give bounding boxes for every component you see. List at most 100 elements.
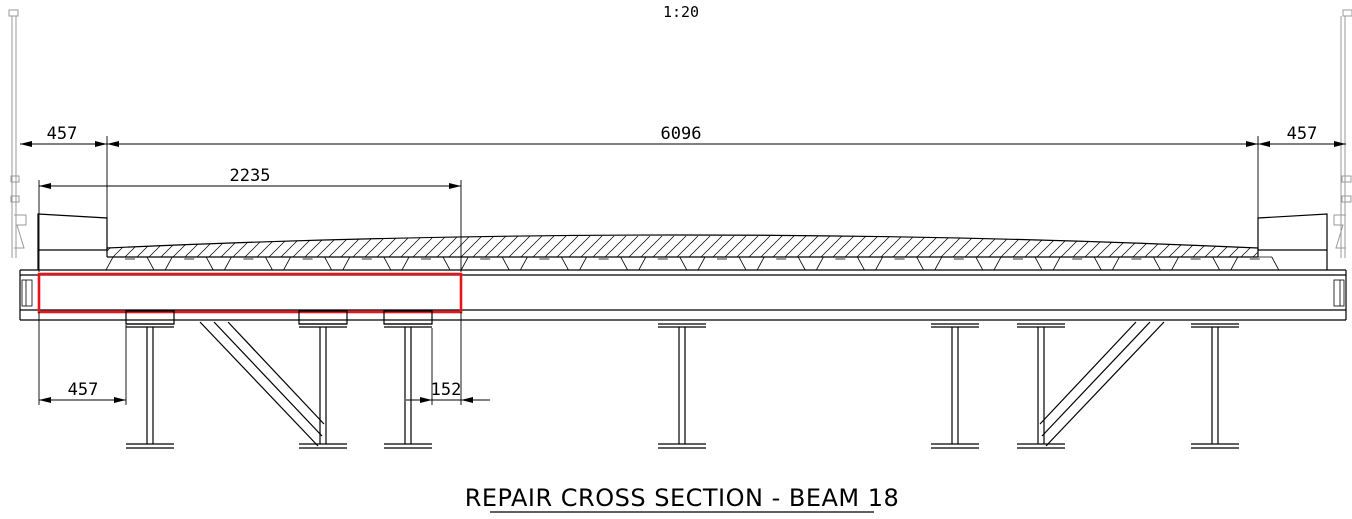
left-railing [8,9,27,258]
repair-length-dimension [38,180,462,272]
hatch-line [963,235,987,257]
hatch-line [783,235,807,257]
hatch-line [159,235,183,257]
corrugated-deck-profile [38,256,1327,271]
hatch-line [1059,235,1083,257]
hatch-line [1071,235,1095,257]
right-curb [1257,213,1328,270]
hatch-line [927,235,951,257]
hatch-line [375,235,399,257]
hatch-line [723,235,747,257]
hatch-line [651,235,675,257]
hatch-line [675,235,699,257]
hatch-line [639,235,663,257]
hatch-line [459,235,483,257]
hatch-line [1047,235,1071,257]
girder [383,310,433,449]
dim-bottom-gap: 152 [431,380,462,400]
hatch-line [1119,235,1143,257]
scale-label: 1:20 [663,3,699,21]
hatch-line [231,235,255,257]
hatch-line [279,235,303,257]
hatch-line [795,235,819,257]
hatch-line [771,235,795,257]
hatch-line [555,235,579,257]
hatch-line [975,235,999,257]
hatch-line [1251,235,1258,257]
hatch-line [1264,236,1286,258]
girder [298,310,348,449]
hatch-line [951,235,975,257]
repair-zone-highlight [37,272,463,314]
hatch-line [867,235,891,257]
dim-left-overhang: 457 [47,124,78,144]
hatch-line [495,235,519,257]
hatch-line [819,235,843,257]
dim-deck-width: 6096 [661,124,702,144]
left-curb [37,213,108,270]
dim-right-overhang: 457 [1287,124,1318,144]
hatch-line [1107,235,1131,257]
bottom-gap-dimension [406,312,490,405]
hatch-line [207,235,231,257]
hatch-line [1167,235,1191,257]
hatch-line [1155,235,1179,257]
hatch-line [855,235,879,257]
hatch-line [1035,235,1059,257]
hatch-line [399,235,423,257]
hatch-line [567,235,591,257]
hatch-line [171,235,195,257]
girder [658,323,706,449]
hatch-line [291,235,315,257]
hatch-line [435,235,459,257]
hatch-line [747,235,771,257]
hatch-line [831,235,855,257]
hatch-line [1095,235,1119,257]
hatch-line [663,235,687,257]
hatch-line [387,235,411,257]
hatch-line [1131,235,1155,257]
hatch-line [627,235,651,257]
girder [1191,323,1239,449]
hatch-line [807,235,831,257]
drawing-title: REPAIR CROSS SECTION - BEAM 18 [465,484,900,512]
hatch-line [603,235,627,257]
hatch-line [903,235,927,257]
deck-slab [106,234,1298,258]
hatch-line [483,235,507,257]
girder [931,323,979,449]
hatch-line [1191,235,1215,257]
hatch-line [255,235,279,257]
hatch-line [267,235,291,257]
girder [125,310,175,449]
hatch-line [471,235,495,257]
hatch-line [891,235,915,257]
hatch-line [363,235,387,257]
girder [1017,323,1065,449]
left-diagonal-brace [199,321,325,447]
top-dimension-line [20,136,1346,218]
hatch-line [447,235,471,257]
hatch-line [759,235,783,257]
hatch-line [699,235,723,257]
hatch-line [1179,235,1203,257]
hatch-line [531,235,555,257]
hatch-line [147,235,171,257]
hatch-line [519,235,543,257]
hatch-line [183,235,207,257]
hatch-line [411,235,435,257]
right-railing [1333,9,1352,258]
hatch-line [219,235,243,257]
hatch-line [879,235,903,257]
hatch-line [735,235,759,257]
hatch-line [507,235,531,257]
hatch-line [915,235,939,257]
hatch-line [1083,235,1107,257]
hatch-line [1143,235,1167,257]
hatch-line [687,235,711,257]
hatch-line [423,235,447,257]
hatch-line [1276,236,1298,258]
hatch-line [303,235,327,257]
hatch-line [543,235,567,257]
